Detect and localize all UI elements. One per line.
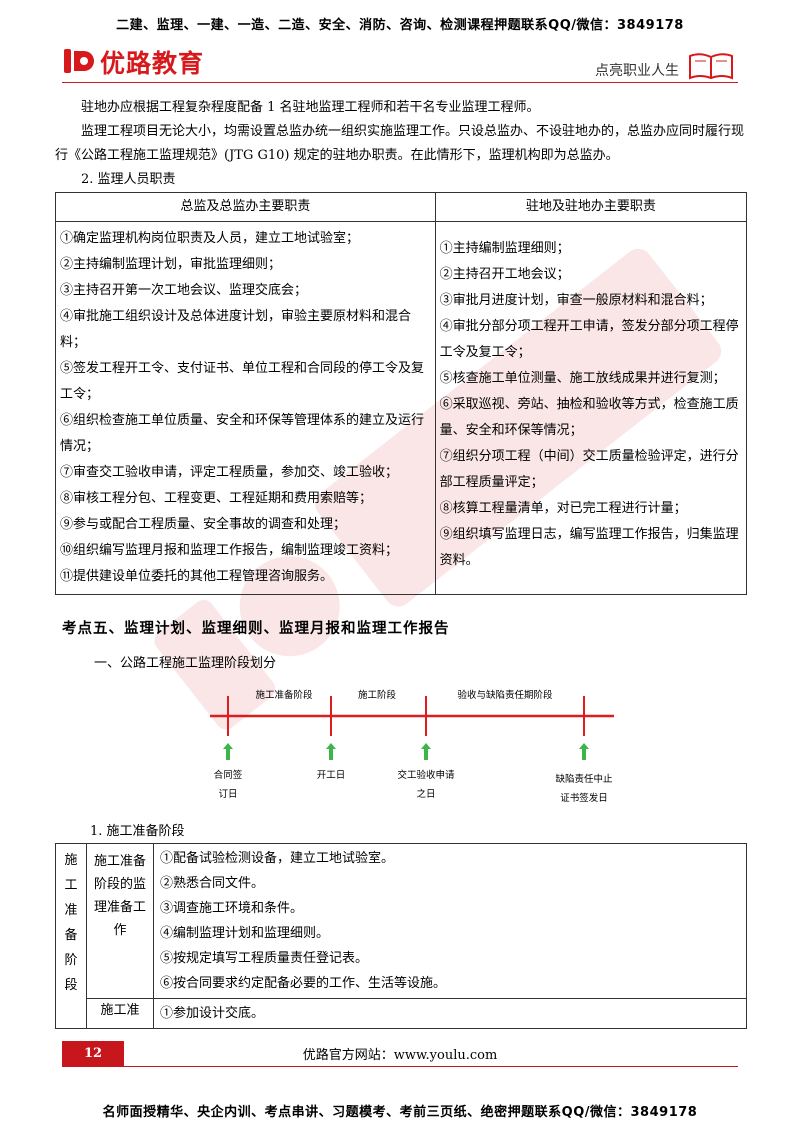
list-item: ①参加设计交底。 [160,1006,265,1021]
stage-label-char: 段 [64,978,78,993]
prep-heading: 1. 施工准备阶段 [90,824,185,839]
stage-label-char: 准 [64,903,78,918]
paragraph: 监理工程项目无论大小，均需设置总监办统一组织实施监理工作。只设总监办、不设驻地办… [55,124,745,163]
prep-items-cell: ①参加设计交底。 [153,998,747,1029]
subsection-heading: 2. 监理人员职责 [81,172,176,187]
milestone-label: 缺陷责任中止 [555,773,613,785]
milestone-label: 交工验收申请 [397,769,455,781]
open-book-icon [689,53,733,80]
list-item: ①确定监理机构岗位职责及人员，建立工地试验室； [60,231,360,246]
list-item: ⑤签发工程开工令、支付证书、单位工程和合同段的停工令及复工令； [60,361,425,402]
brand-logo-icon [64,49,94,73]
top-banner: 二建、监理、一建、一造、二造、安全、消防、咨询、检测课程押题联系QQ/微信：38… [116,18,684,33]
list-item: ①配备试验检测设备，建立工地试验室。 [160,851,395,866]
list-item: ⑥组织检查施工单位质量、安全和环保等管理体系的建立及运行情况； [60,413,425,454]
list-item: ⑥按合同要求约定配备必要的工作、生活等设施。 [160,976,447,991]
list-item: ⑤按规定填写工程质量责任登记表。 [160,951,369,966]
list-item: ⑦组织分项工程（中间）交工质量检验评定，进行分部工程质量评定； [439,449,739,490]
section-title: 考点五、监理计划、监理细则、监理月报和监理工作报告 [62,620,450,637]
list-item: ③主持召开第一次工地会议、监理交底会； [60,283,308,298]
slogan: 点亮职业人生 [595,63,679,79]
phase-timeline-diagram: 施工准备阶段 施工阶段 验收与缺陷责任期阶段 合同签 订日 开工日 交工验收申请… [210,689,614,804]
phase-label: 验收与缺陷责任期阶段 [457,689,553,701]
list-item: ⑧核算工程量清单，对已完工程进行计量； [439,501,687,516]
footer-rule [62,1066,738,1067]
timeline-ticks [227,696,585,736]
page-number: 12 [62,1041,124,1066]
website-link[interactable]: 优路官方网站：www.youlu.com [302,1048,498,1063]
list-item: ⑤核查施工单位测量、施工放线成果并进行复测； [439,371,726,386]
table-row: 施 工 准 备 阶 段 施工准备阶段的监理准备工作 ①配备试验检测设备，建立工地… [55,843,747,1029]
table-row: 施工准 ①参加设计交底。 [56,998,747,1029]
milestone-label: 合同签 [214,769,243,781]
table-header-row: 总监及总监办主要职责 驻地及驻地办主要职责 [55,192,748,222]
milestone-label: 订日 [218,789,237,800]
list-item: ③调查施工环境和条件。 [160,901,304,916]
list-item: ④审批分部分项工程开工申请，签发分部分项工程停工令及复工令； [439,319,739,360]
phase-label: 施工阶段 [358,689,397,701]
phase-label: 施工准备阶段 [255,689,313,701]
brand-logo: 优路教育 [62,44,204,80]
list-item: ⑦审查交工验收申请，评定工程质量，参加交、竣工验收； [60,465,399,480]
column-header: 总监及总监办主要职责 [55,192,436,222]
list-item: ②主持编制监理计划，审批监理细则； [60,257,282,272]
header-rule [62,82,738,83]
list-item: ④审批施工组织设计及总体进度计划，审验主要原材料和混合料； [60,309,412,350]
table-row: ①确定监理机构岗位职责及人员，建立工地试验室； ②主持编制监理计划，审批监理细则… [55,221,748,595]
list-item: ⑨参与或配合工程质量、安全事故的调查和处理； [60,517,347,532]
bottom-banner: 名师面授精华、央企内训、考点串讲、习题模考、考前三页纸、绝密押题联系QQ/微信：… [102,1105,698,1120]
right-duties-cell: ①主持编制监理细则； ②主持召开工地会议； ③审批月进度计划，审查一般原材料和混… [434,221,748,595]
list-item: ③审批月进度计划，审查一般原材料和混合料； [439,293,713,308]
sub-label-cell: 施工准备阶段的监理准备工作 [86,843,154,999]
stage-label-char: 工 [64,878,78,893]
stage-label-char: 阶 [64,953,78,968]
list-item: ⑧审核工程分包、工程变更、工程延期和费用索赔等； [60,491,373,506]
list-item: ⑪提供建设单位委托的其他工程管理咨询服务。 [60,569,334,584]
list-item: ①主持编制监理细则； [439,241,570,256]
prep-table: 施 工 准 备 阶 段 施工准备阶段的监理准备工作 ①配备试验检测设备，建立工地… [55,843,747,1029]
left-duties-cell: ①确定监理机构岗位职责及人员，建立工地试验室； ②主持编制监理计划，审批监理细则… [55,221,436,595]
list-item: ⑨组织填写监理日志，编写监理工作报告，归集监理资料。 [439,527,739,568]
list-item: ⑥采取巡视、旁站、抽检和验收等方式，检查施工质量、安全和环保等情况； [439,397,739,438]
brand-name: 优路教育 [100,49,205,78]
list-item: ②主持召开工地会议； [439,267,570,282]
stage-label-char: 备 [64,928,78,943]
main-content: 驻地办应根据工程复杂程度配备 1 名驻地监理工程师和若干名专业监理工程师。 监理… [55,96,748,595]
sub-label-cell: 施工准 [86,998,154,1029]
milestone-arrows [223,743,589,760]
list-item: ④编制监理计划和监理细则。 [160,926,330,941]
stage-label-cell: 施 工 准 备 阶 段 [55,843,87,1029]
milestone-label: 开工日 [317,770,346,781]
milestone-label: 之日 [416,788,435,800]
duty-table: 总监及总监办主要职责 驻地及驻地办主要职责 ①确定监理机构岗位职责及人员，建立工… [55,192,748,595]
list-item: ②熟悉合同文件。 [160,876,265,891]
prep-items-cell: ①配备试验检测设备，建立工地试验室。 ②熟悉合同文件。 ③调查施工环境和条件。 … [153,843,747,999]
list-item: ⑩组织编写监理月报和监理工作报告，编制监理竣工资料； [60,543,399,558]
column-header: 驻地及驻地办主要职责 [434,192,748,222]
stage-label-char: 施 [64,853,78,868]
milestone-label: 证书签发日 [560,792,608,804]
phase-heading: 一、公路工程施工监理阶段划分 [94,656,277,671]
paragraph: 驻地办应根据工程复杂程度配备 1 名驻地监理工程师和若干名专业监理工程师。 [81,100,540,115]
